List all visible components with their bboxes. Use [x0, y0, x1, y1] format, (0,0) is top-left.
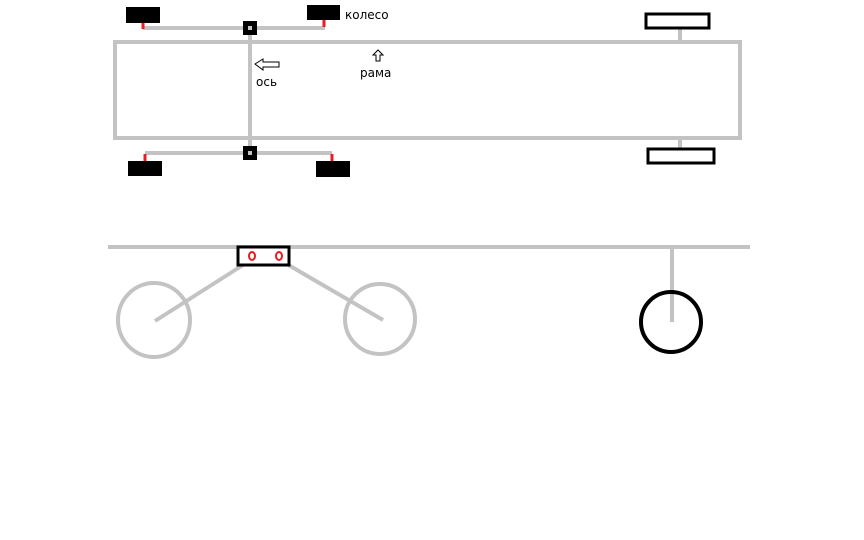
- axle-label: ось: [256, 75, 277, 89]
- wheel-top-left: [126, 7, 160, 23]
- side-wheel-left: [116, 281, 192, 359]
- wheel-top-right: [307, 5, 340, 20]
- side-front-wheel: [639, 290, 703, 354]
- bottom-axle-mount-center: [248, 151, 252, 155]
- pivot-bolt: [248, 251, 256, 261]
- pivot-bolt: [275, 251, 283, 261]
- frame-arrow-icon: [371, 49, 385, 62]
- side-wheel-right: [343, 282, 417, 356]
- top-view: колесо ось рама: [113, 5, 742, 177]
- side-view: [108, 245, 750, 359]
- front-wheel-top: [644, 12, 711, 30]
- axle-arrow-icon: [254, 58, 280, 71]
- swing-arm-right: [283, 261, 385, 322]
- wheel-bottom-left: [128, 161, 162, 176]
- swing-arm-left: [153, 263, 245, 323]
- frame-label: рама: [360, 66, 391, 80]
- wheel-label: колесо: [345, 8, 389, 22]
- frame: [113, 40, 742, 140]
- wheel-bottom-right: [316, 161, 350, 177]
- front-wheel-bottom: [646, 147, 716, 165]
- top-axle-mount-center: [248, 26, 252, 30]
